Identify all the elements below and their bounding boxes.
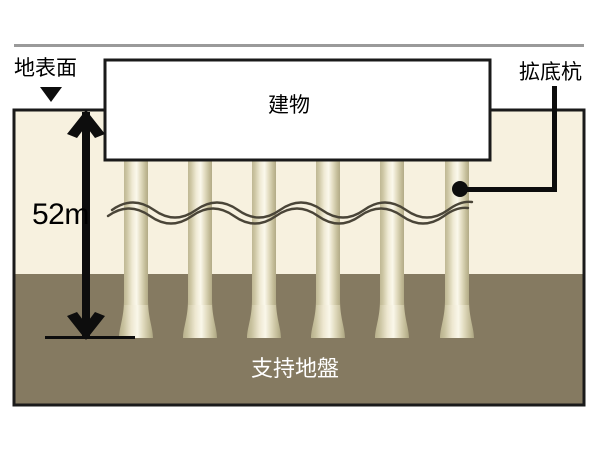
leader-endpoint-dot	[452, 181, 468, 197]
pile-group	[119, 160, 474, 338]
top-divider	[14, 44, 584, 47]
depth-double-arrow	[45, 110, 135, 340]
belled-pile-leader	[452, 86, 557, 197]
label-building: 建物	[268, 94, 310, 117]
pile-5	[375, 160, 409, 338]
building-box	[103, 58, 492, 162]
label-ground-surface: 地表面	[14, 57, 77, 80]
label-depth: 52m	[32, 198, 89, 231]
label-belled-pile: 拡底杭	[519, 61, 582, 84]
pile-3	[247, 160, 281, 338]
groundwater-wavy-line	[106, 200, 474, 225]
label-bearing-stratum: 支持地盤	[251, 356, 340, 381]
pile-1	[119, 160, 153, 338]
pile-4	[311, 160, 345, 338]
pile-2	[183, 160, 217, 338]
down-triangle-icon	[40, 87, 62, 102]
